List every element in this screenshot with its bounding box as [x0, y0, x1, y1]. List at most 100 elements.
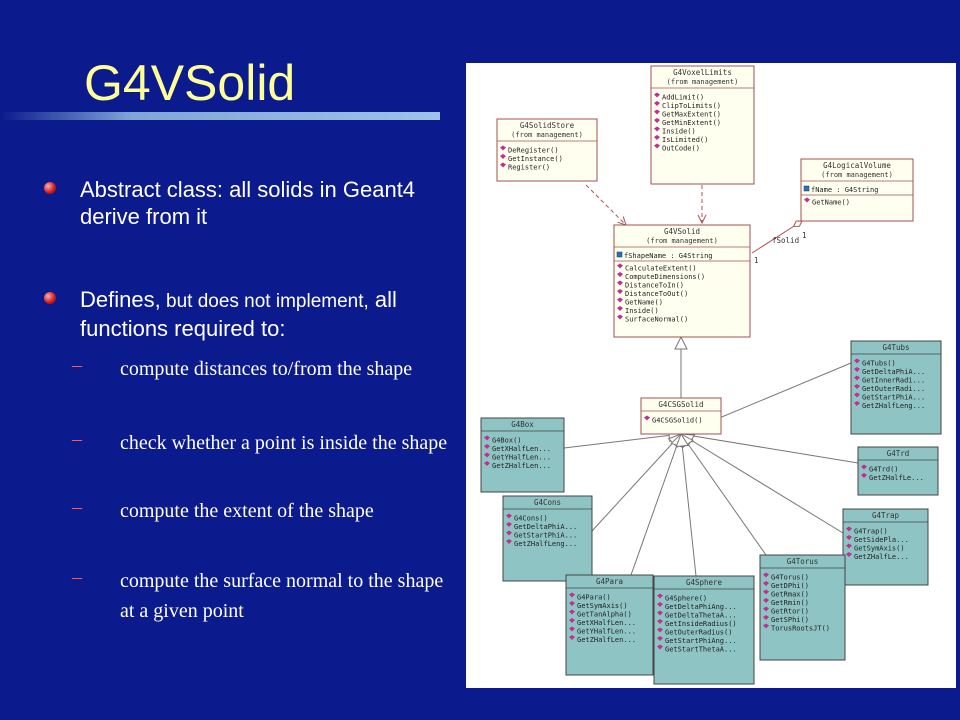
- class-operation: GetXHalfLen...: [492, 445, 551, 453]
- bullet-text-2: Defines, but does not implement, all fun…: [80, 286, 460, 342]
- multiplicity-label: 1: [802, 231, 807, 240]
- operation-icon: [657, 610, 663, 616]
- class-operation: GetStartThetaA...: [665, 646, 737, 654]
- operation-icon: [569, 609, 575, 615]
- uml-class-trap: G4TrapG4Trap()GetSidePla...GetSymAxis()G…: [842, 508, 929, 586]
- operation-icon: [617, 306, 623, 311]
- class-operation: Inside(): [662, 128, 696, 136]
- class-attribute: fName : G4String: [811, 186, 878, 194]
- class-operation: G4Box(): [492, 437, 522, 445]
- class-box: [502, 495, 593, 582]
- class-box: [640, 397, 722, 435]
- operation-icon: [569, 592, 575, 598]
- operation-icon: [763, 598, 769, 603]
- uml-class-sphere: G4SphereG4Sphere()GetDeltaPhiAng...GetDe…: [653, 575, 755, 685]
- operation-icon: [763, 572, 769, 578]
- class-operation: GetMaxExtent(): [662, 111, 721, 119]
- class-name: G4SolidStore: [520, 121, 575, 130]
- class-operation: GetMinExtent(): [662, 119, 721, 127]
- class-operation: GetSPhi(): [771, 616, 809, 624]
- operation-icon: [654, 126, 660, 132]
- generalization-line: [630, 434, 681, 576]
- class-box: [759, 554, 846, 661]
- class-operation: G4Cons(): [514, 515, 548, 523]
- operation-icon: [506, 522, 512, 527]
- bullet-icon: [44, 182, 56, 194]
- class-operation: GetInnerRadi...: [862, 377, 925, 385]
- operation-icon: [569, 635, 575, 640]
- class-name: G4Torus: [787, 557, 819, 566]
- class-operation: GetOuterRadi...: [862, 385, 925, 393]
- class-operation: G4Para(): [577, 594, 611, 602]
- operation-icon: [644, 415, 650, 421]
- operation-icon: [654, 118, 660, 123]
- operation-icon: [763, 606, 769, 612]
- class-operation: GetRmax(): [771, 591, 809, 599]
- operation-icon: [763, 581, 769, 586]
- operation-icon: [506, 513, 512, 519]
- class-operation: GetStartPhiA...: [514, 532, 577, 540]
- operation-icon: [657, 619, 663, 624]
- bullet-text-1: Abstract class: all solids in Geant4 der…: [80, 177, 416, 229]
- slide-title: G4VSolid: [84, 55, 296, 111]
- class-attribute: fShapeName : G4String: [624, 252, 713, 260]
- generalization-line: [591, 434, 681, 532]
- operation-icon: [617, 314, 623, 320]
- operation-icon: [500, 145, 506, 151]
- class-operation: G4Sphere(): [665, 595, 707, 603]
- class-name: G4Trap: [872, 511, 900, 520]
- class-operation: GetDeltaPhiA...: [862, 368, 925, 376]
- class-stereotype: (from management): [667, 78, 739, 86]
- operation-icon: [506, 539, 512, 544]
- class-operation: GetZHalfLeng...: [862, 402, 925, 410]
- class-stereotype: (from management): [511, 131, 583, 139]
- operation-icon: [854, 358, 860, 364]
- class-operation: Register(): [508, 164, 550, 172]
- operation-icon: [657, 602, 663, 607]
- uml-class-tubs: G4TubsG4Tubs()GetDeltaPhiA...GetInnerRad…: [850, 340, 942, 435]
- class-operation: G4Trap(): [854, 528, 888, 536]
- operation-icon: [617, 272, 623, 277]
- class-name: G4Trd: [887, 449, 910, 458]
- operation-icon: [654, 143, 660, 149]
- operation-icon: [617, 297, 623, 303]
- operation-icon: [657, 636, 663, 641]
- class-name: G4Tubs: [882, 343, 909, 352]
- operation-icon: [484, 461, 490, 466]
- class-box: [800, 158, 914, 222]
- dash-icon: –: [72, 354, 82, 376]
- class-operation: GetZHalfLen...: [492, 462, 551, 470]
- title-underline: [0, 112, 440, 120]
- class-operation: GetYHalfLen...: [492, 454, 551, 462]
- uml-class-trd: G4TrdG4Trd()GetZHalfLe...: [857, 446, 939, 496]
- class-name: G4Box: [511, 420, 534, 429]
- class-box: [613, 224, 751, 338]
- class-name: G4LogicalVolume: [823, 161, 891, 170]
- class-operation: G4Torus(): [771, 574, 809, 582]
- dash-icon: –: [72, 428, 82, 450]
- uml-class-logical: G4LogicalVolume(from management)fName : …: [800, 158, 914, 222]
- operation-icon: [846, 552, 852, 557]
- uml-class-para: G4ParaG4Para()GetSymAxis()GetTanAlpha()G…: [565, 574, 654, 676]
- class-operation: GetXHalfLen...: [577, 619, 636, 627]
- generalization-line: [681, 434, 767, 556]
- multiplicity-label: 1: [754, 256, 759, 265]
- class-operation: ComputeDimensions(): [625, 273, 705, 281]
- class-operation: GetStartPhiAng...: [665, 637, 737, 645]
- class-operation: GetDeltaPhiAng...: [665, 603, 737, 611]
- operation-icon: [484, 444, 490, 449]
- association-role-label: fSolid: [772, 236, 799, 245]
- sub-item-text: compute distances to/from the shape: [120, 358, 413, 380]
- bullet-icon: [44, 292, 56, 304]
- class-operation: GetRtor(): [771, 608, 809, 616]
- class-operation: OutCode(): [662, 145, 700, 153]
- operation-icon: [846, 526, 852, 532]
- generalization-line: [681, 434, 844, 534]
- class-operation: GetDPhi(): [771, 582, 809, 590]
- class-operation: GetInstance(): [508, 155, 563, 163]
- generalization-line: [681, 434, 859, 464]
- operation-icon: [617, 280, 623, 286]
- class-operation: GetInsideRadius(): [665, 620, 737, 628]
- operation-icon: [484, 452, 490, 458]
